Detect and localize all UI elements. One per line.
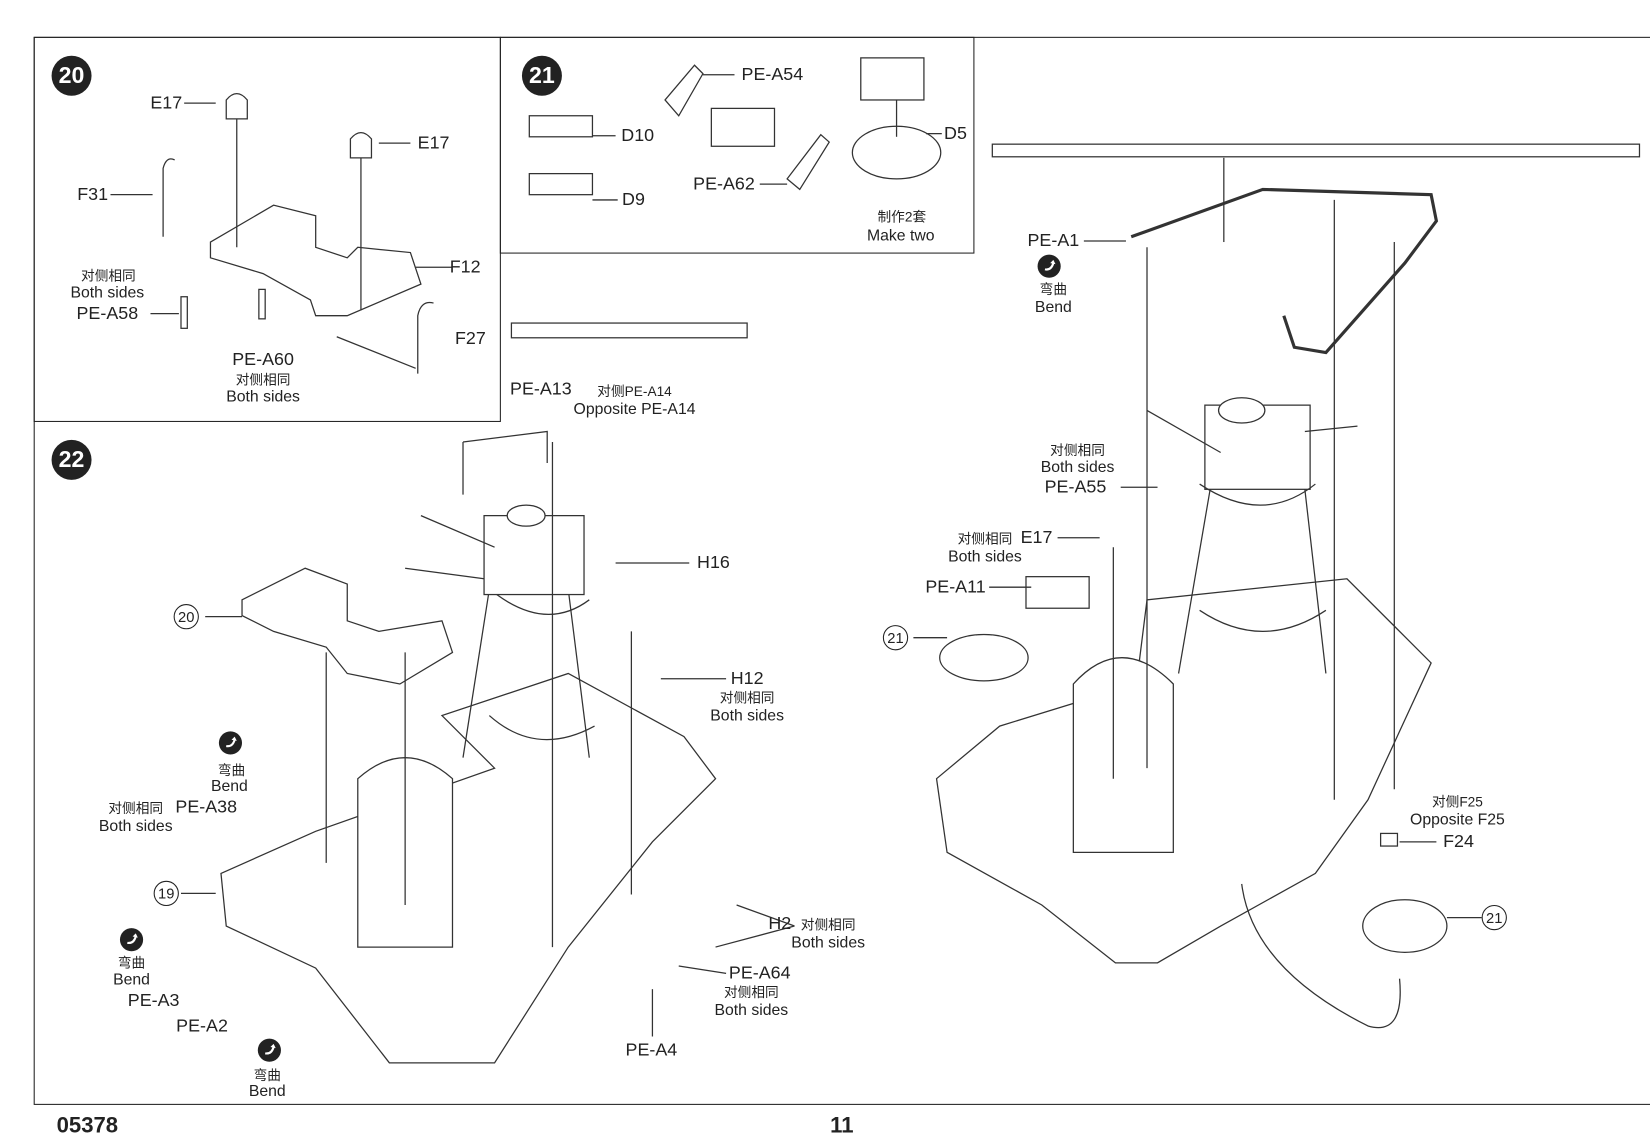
part-label: Bend (113, 970, 150, 989)
step-22-badge: 22 (51, 439, 92, 480)
part-label: 对侧相同 (81, 267, 136, 284)
part-label: 对侧相同 (723, 984, 779, 1001)
step-21-badge: 21 (521, 55, 562, 96)
part-label: 弯曲 (253, 1067, 281, 1084)
part-label: E17 (417, 132, 450, 153)
part-label: 对侧PE-A14 (597, 383, 672, 400)
part-label: Bend (248, 1082, 286, 1101)
bend-arrow-icon (218, 731, 243, 755)
part-label: Both sides (70, 283, 145, 302)
part-label: Opposite PE-A14 (573, 400, 696, 419)
step-reference-circle: 21 (1481, 904, 1507, 931)
part-label: Bend (210, 777, 248, 796)
part-label: Make two (866, 226, 935, 245)
part-label: D10 (621, 125, 655, 146)
part-label: H16 (697, 552, 730, 573)
part-label: PE-A3 (127, 990, 180, 1011)
part-label: PE-A13 (510, 378, 572, 399)
part-label: E17 (150, 92, 183, 113)
part-label: 对侧相同 (719, 689, 775, 706)
part-label: H12 (730, 668, 764, 689)
part-label: PE-A1 (1027, 230, 1080, 251)
part-label: PE-A62 (693, 173, 755, 194)
part-label: PE-A60 (232, 349, 294, 370)
part-label: 对侧相同 (108, 800, 164, 817)
part-label: Both sides (948, 547, 1022, 566)
step-reference-circle: 21 (882, 625, 909, 651)
part-label: Both sides (791, 933, 866, 952)
step-21-panel (499, 36, 975, 254)
part-label: 制作2套 (877, 208, 927, 225)
final-assembly (913, 143, 1641, 1029)
part-label: PE-A58 (76, 303, 139, 324)
part-label: PE-A54 (741, 64, 804, 85)
part-label: 对侧相同 (1050, 442, 1105, 459)
step-20-badge: 20 (51, 55, 92, 96)
part-label: Both sides (98, 817, 173, 836)
part-label: 弯曲 (217, 762, 246, 779)
part-label: PE-A11 (925, 576, 986, 597)
part-label: 对侧相同 (800, 917, 856, 933)
part-label: PE-A38 (175, 796, 238, 817)
bend-arrow-icon (1037, 254, 1061, 278)
part-label: PE-A2 (176, 1015, 228, 1036)
bend-arrow-icon (119, 928, 144, 952)
part-label: D9 (622, 189, 645, 210)
part-label: 对侧相同 (957, 530, 1013, 547)
page-number: 11 (830, 1113, 854, 1138)
part-label: Opposite F25 (1410, 810, 1505, 829)
part-label: 对侧F25 (1431, 793, 1483, 810)
part-label: Both sides (714, 1001, 789, 1020)
part-label: F12 (449, 256, 481, 277)
step-20-deck-part (110, 93, 453, 374)
part-label: PE-A64 (728, 962, 791, 983)
product-code: 05378 (56, 1113, 119, 1138)
part-label: F31 (77, 184, 109, 205)
step-reference-circle: 20 (173, 604, 199, 630)
part-label: Both sides (710, 706, 784, 725)
part-label: Both sides (226, 387, 300, 406)
part-label: F24 (1443, 831, 1474, 852)
part-label: 弯曲 (117, 954, 146, 971)
part-label: 对侧相同 (235, 371, 291, 388)
part-label: Bend (1034, 298, 1072, 317)
step-reference-circle: 19 (153, 880, 179, 907)
part-label: H2 (768, 913, 792, 934)
part-label: D5 (944, 123, 967, 144)
step-21-parts (528, 57, 942, 201)
part-label: Both sides (1040, 458, 1115, 477)
part-label: E17 (1020, 527, 1053, 548)
part-label: F27 (454, 328, 486, 349)
bend-arrow-icon (257, 1038, 281, 1062)
part-label: 弯曲 (1039, 281, 1068, 298)
step-22-superstructure (180, 322, 795, 1064)
part-label: PE-A55 (1044, 476, 1107, 497)
part-label: PE-A4 (625, 1039, 678, 1060)
